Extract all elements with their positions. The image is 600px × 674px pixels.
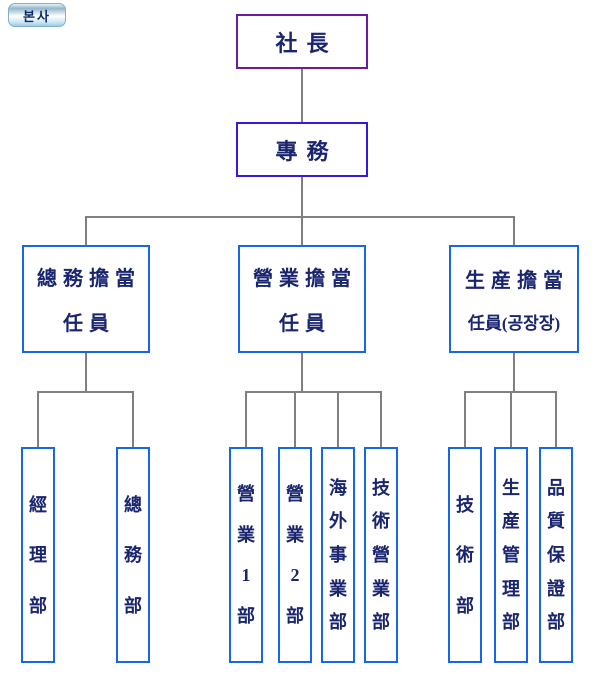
president-box: 社長 [236, 14, 368, 69]
connector-drop-dept-2-2 [294, 391, 296, 447]
division-title: 營業擔當 [253, 268, 357, 291]
division-title: 總務擔當 [37, 268, 141, 291]
department-box-quality: 品質保證部 [539, 447, 573, 663]
connector-branch1-horizontal [37, 391, 134, 393]
connector-president-executive [301, 69, 303, 122]
division-subtitle: 任員 [63, 312, 115, 335]
connector-main-horizontal [85, 216, 515, 218]
connector-drop-dept-2-4 [380, 391, 382, 447]
division-box-general-affairs: 總務擔當 任員 [22, 245, 150, 353]
connector-branch2-horizontal [245, 391, 382, 393]
department-box-production-mgmt: 生産管理部 [494, 447, 528, 663]
connector-drop-dept-3-2 [510, 391, 512, 447]
connector-drop-division-3 [513, 216, 515, 245]
connector-drop-division-2 [301, 216, 303, 245]
connector-drop-dept-1-1 [37, 391, 39, 447]
connector-division3-down [513, 353, 515, 392]
connector-division1-down [85, 353, 87, 392]
connector-drop-dept-1-2 [132, 391, 134, 447]
connector-drop-dept-3-3 [555, 391, 557, 447]
division-subtitle: 任員(공장장) [467, 314, 561, 334]
connector-division2-down [301, 353, 303, 392]
department-box-overseas: 海外事業部 [321, 447, 355, 663]
headquarters-badge[interactable]: 본사 [8, 3, 66, 27]
connector-executive-down [301, 177, 303, 217]
division-box-production: 生産擔當 任員(공장장) [449, 245, 579, 353]
connector-drop-division-1 [85, 216, 87, 245]
department-box-accounting: 經理部 [21, 447, 55, 663]
division-title: 生産擔當 [465, 269, 569, 292]
division-box-sales: 營業擔當 任員 [238, 245, 366, 353]
department-box-tech-sales: 技術營業部 [364, 447, 398, 663]
department-box-technology: 技術部 [448, 447, 482, 663]
connector-drop-dept-2-1 [245, 391, 247, 447]
connector-drop-dept-3-1 [464, 391, 466, 447]
connector-drop-dept-2-3 [337, 391, 339, 447]
department-box-general-affairs: 總務部 [116, 447, 150, 663]
executive-director-box: 專務 [236, 122, 368, 177]
division-subtitle: 任員 [279, 312, 331, 335]
